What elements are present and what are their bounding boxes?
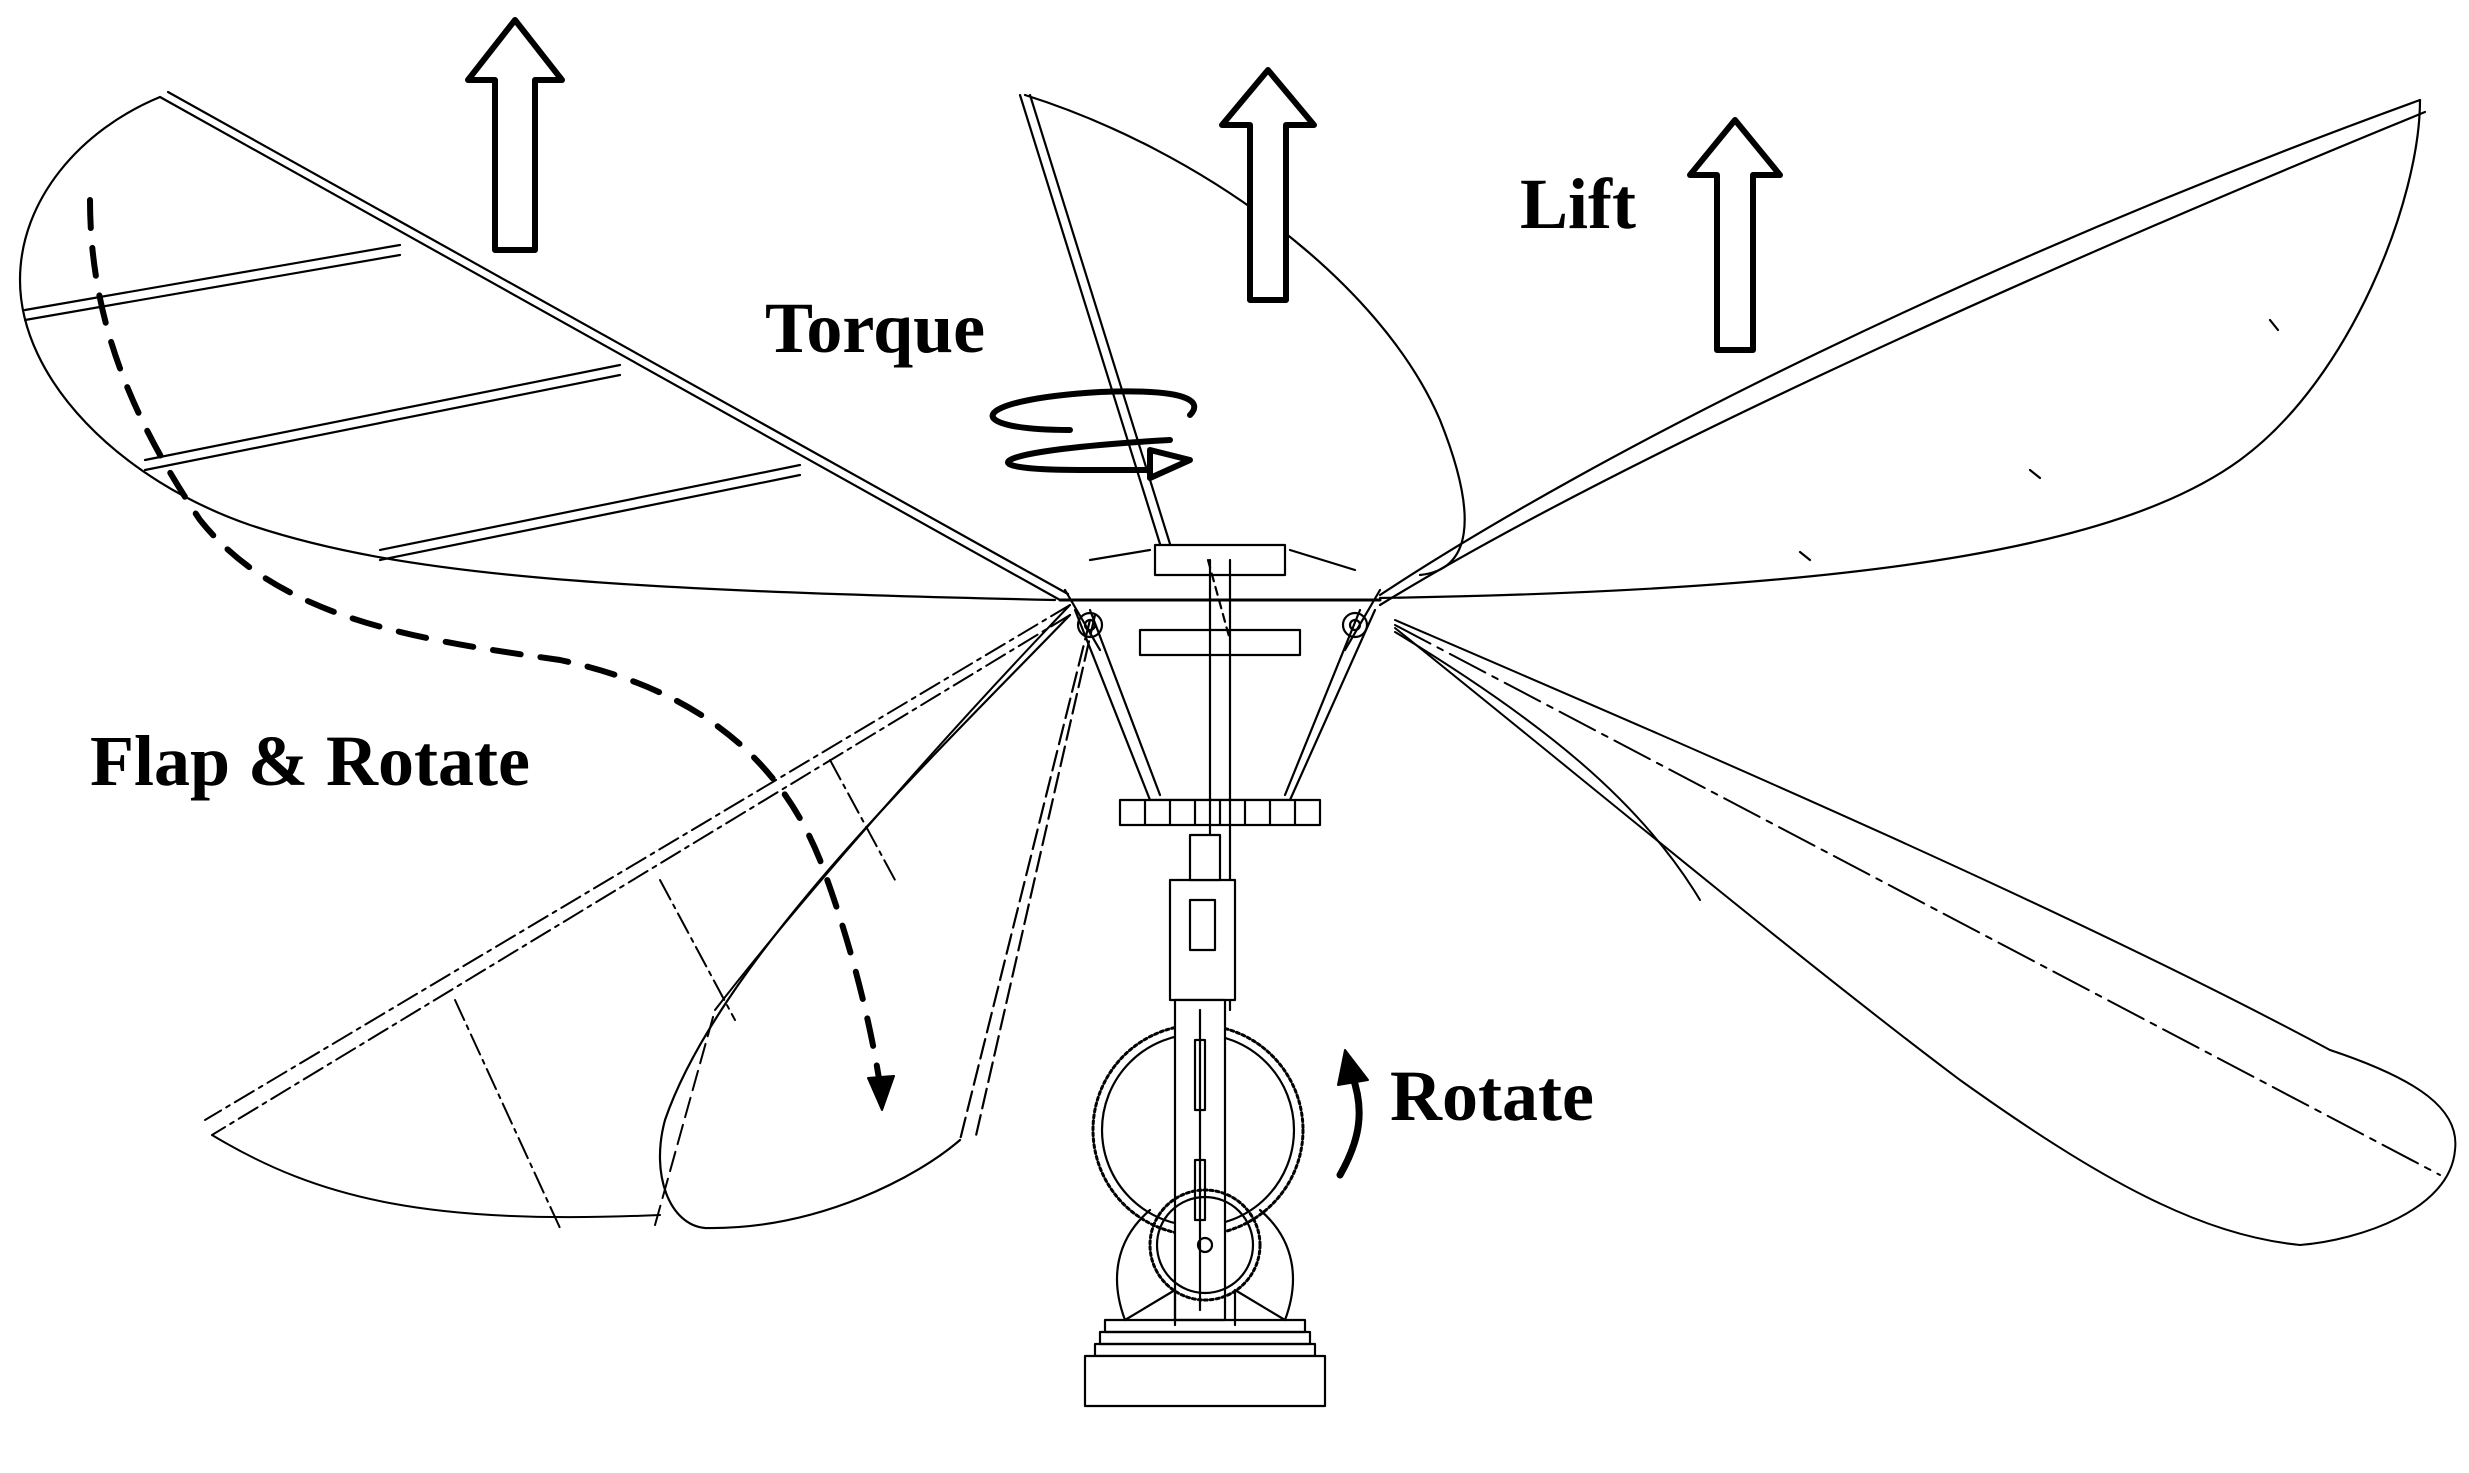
- lift-label: Lift: [1520, 164, 1636, 244]
- small-spur-gear-icon: [1148, 1188, 1262, 1302]
- right-wing-lower-phantom: [1394, 619, 2457, 1246]
- lift-arrow-icon: [465, 17, 565, 253]
- lift-arrow-icon-center: [1219, 67, 1317, 303]
- left-wing-lower-phantom: [204, 604, 1071, 1229]
- torque-label: Torque: [765, 288, 985, 368]
- torque-arrow-icon: [989, 388, 1198, 481]
- rotate-label: Rotate: [1390, 1056, 1594, 1136]
- flap-rotate-label: Flap & Rotate: [90, 721, 530, 801]
- rotate-arrow-icon: [1336, 1049, 1369, 1179]
- right-wing-upper: [1378, 98, 2427, 607]
- post-and-gears: [1083, 833, 1327, 1408]
- lift-arrow-icon-right: [1687, 117, 1783, 353]
- center-wing-upper: [1018, 93, 1466, 577]
- flap-path-arrow-icon: [87, 197, 895, 1111]
- left-wing-upper: [18, 90, 1070, 602]
- hub-mechanism: [1058, 543, 1382, 1012]
- left-wing-lower-solid: [658, 613, 1097, 1230]
